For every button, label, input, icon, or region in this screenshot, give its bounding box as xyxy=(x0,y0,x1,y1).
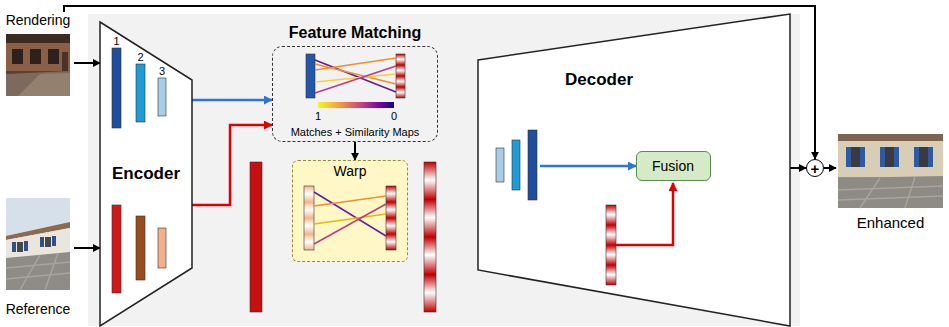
trapezoid-outline xyxy=(100,22,192,326)
feature-bar xyxy=(250,162,262,312)
shutter xyxy=(24,241,28,251)
fusion-box: Fusion xyxy=(636,151,711,181)
node-label: Decoder xyxy=(565,70,633,90)
window xyxy=(885,147,894,167)
reference-photo xyxy=(6,198,70,290)
warp-line xyxy=(314,192,386,236)
node-label: Enhanced xyxy=(857,214,925,232)
background-panel xyxy=(88,14,800,326)
cobblestones xyxy=(838,177,943,208)
connector-arrow xyxy=(74,247,100,249)
wall xyxy=(6,43,70,71)
callout-number: 2 xyxy=(137,51,143,63)
decoder-flow-arrow xyxy=(540,165,636,168)
node-caption: Matches + Similarity Maps xyxy=(291,126,420,139)
node-label: Fusion xyxy=(652,158,694,175)
trapezoid-outline xyxy=(478,14,790,326)
shutter xyxy=(12,242,16,252)
window xyxy=(919,147,928,167)
connector-arrow xyxy=(64,6,815,159)
window xyxy=(48,49,59,64)
shutter xyxy=(894,147,899,167)
node-label: Warp xyxy=(334,163,367,180)
feature-bar xyxy=(158,228,166,268)
warp-line xyxy=(314,214,386,224)
trapezoid-outline xyxy=(478,14,790,326)
shutter xyxy=(52,236,56,246)
shutter xyxy=(40,237,44,247)
image-frame: Enhanced xyxy=(836,132,945,232)
node-label: Rendering xyxy=(6,12,71,29)
feature-bar xyxy=(512,140,520,190)
feature-bar xyxy=(136,64,145,122)
feature-bar xyxy=(528,130,537,200)
connector-arrow xyxy=(74,62,100,64)
encoder-fill xyxy=(100,22,192,326)
feature-bar xyxy=(112,48,121,128)
warped-feature-arrow xyxy=(616,183,673,245)
decoder-fill xyxy=(478,14,790,326)
feature-bar xyxy=(424,162,436,312)
encoder-block: Encoder xyxy=(100,22,192,326)
image-frame: Rendering xyxy=(2,12,74,100)
shutter xyxy=(914,147,919,167)
feature-bar xyxy=(112,205,121,293)
similarity-colorbar xyxy=(318,102,394,108)
window xyxy=(30,49,41,64)
wall xyxy=(838,141,943,177)
callout-number: 3 xyxy=(159,65,165,77)
feature-bar xyxy=(304,186,314,250)
colorbar-tick: 1 xyxy=(315,110,321,122)
connector-arrow xyxy=(192,125,272,205)
callout-number: 1 xyxy=(113,35,119,47)
feature-bar xyxy=(496,148,504,182)
node-label: + xyxy=(811,161,820,176)
window xyxy=(851,147,860,167)
colorbar-tick: 0 xyxy=(391,110,397,122)
shutter xyxy=(860,147,865,167)
window xyxy=(45,237,51,247)
matching-box: Feature MatchingMatches + Similarity Map… xyxy=(272,46,438,142)
match-line xyxy=(315,66,396,93)
node-label: Encoder xyxy=(112,164,180,184)
connector-arrow xyxy=(354,142,356,160)
feature-bar xyxy=(386,186,396,250)
ground xyxy=(838,176,943,208)
sum-circle: + xyxy=(806,159,824,177)
feature-bar xyxy=(306,54,315,98)
warp-box: Warp xyxy=(292,160,408,262)
match-line xyxy=(315,74,396,82)
roof xyxy=(838,134,943,141)
rendering-photo xyxy=(6,34,70,96)
roof xyxy=(6,34,70,43)
ground xyxy=(6,71,70,96)
feature-bar xyxy=(606,205,616,285)
enhanced-photo xyxy=(838,134,943,208)
ground xyxy=(6,252,70,290)
node-label: Feature Matching xyxy=(289,23,421,42)
shutter xyxy=(928,147,933,167)
decoder-block: DecoderFusion xyxy=(478,14,790,326)
shutter xyxy=(880,147,885,167)
door xyxy=(62,52,68,71)
warp-line xyxy=(314,196,386,206)
feature-bar xyxy=(136,216,145,280)
connector-arrow xyxy=(790,167,806,169)
warp-fill xyxy=(292,160,408,262)
window xyxy=(12,49,23,64)
feature-bar xyxy=(396,54,405,98)
connector-arrow xyxy=(192,99,272,102)
image-frame: Reference xyxy=(2,196,74,320)
connector-arrow xyxy=(824,167,836,169)
feature-bar xyxy=(158,78,166,116)
cobblestones xyxy=(6,253,70,290)
window xyxy=(17,242,23,252)
warp-line xyxy=(314,204,386,244)
node-label: Reference xyxy=(6,301,71,318)
ground xyxy=(18,73,70,96)
shutter xyxy=(846,147,851,167)
